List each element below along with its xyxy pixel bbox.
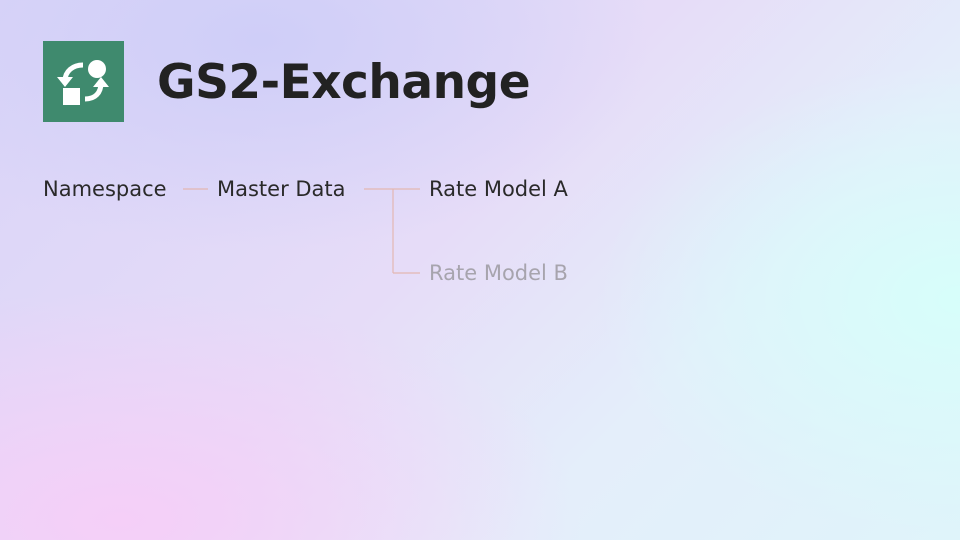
page-title: GS2-Exchange [157, 55, 531, 110]
node-rate-model-a: Rate Model A [429, 177, 568, 201]
node-master-data: Master Data [217, 177, 346, 201]
gs2-exchange-logo [43, 41, 124, 122]
exchange-arrows-icon [57, 60, 109, 105]
node-rate-model-b: Rate Model B [429, 261, 568, 285]
node-namespace: Namespace [43, 177, 167, 201]
